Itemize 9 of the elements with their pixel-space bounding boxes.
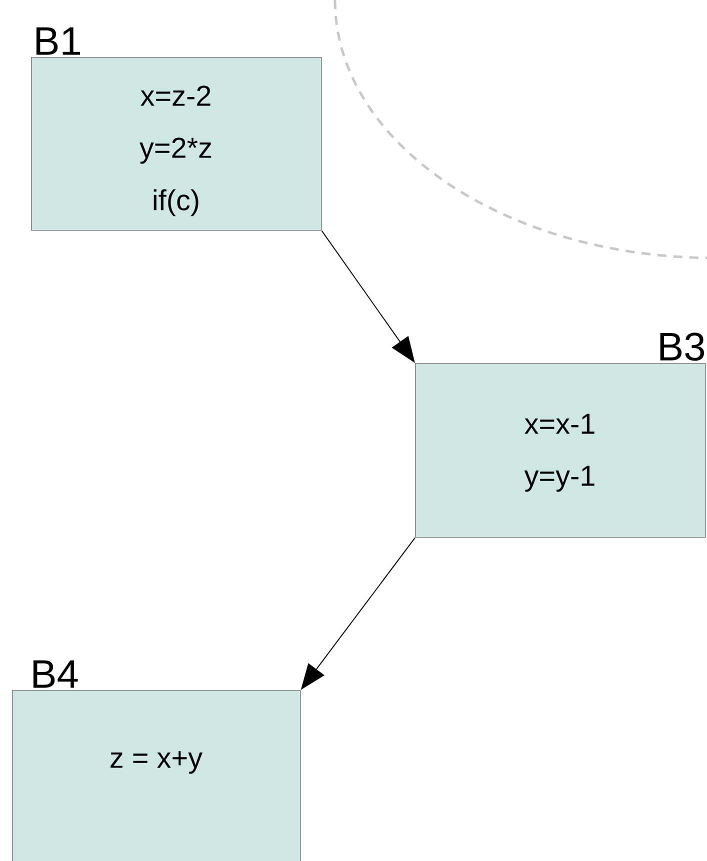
- code-line: x=x-1: [524, 414, 594, 434]
- code-line: if(c): [154, 189, 198, 216]
- code-line: z = x+y: [110, 751, 202, 774]
- block-label: B4: [33, 660, 78, 688]
- block-label: B1: [36, 27, 80, 55]
- code-line: y=2*z: [140, 138, 212, 164]
- code-line: y=y-1: [524, 466, 594, 492]
- code-line: x=z-2: [140, 86, 210, 106]
- block-label: B3: [660, 332, 704, 361]
